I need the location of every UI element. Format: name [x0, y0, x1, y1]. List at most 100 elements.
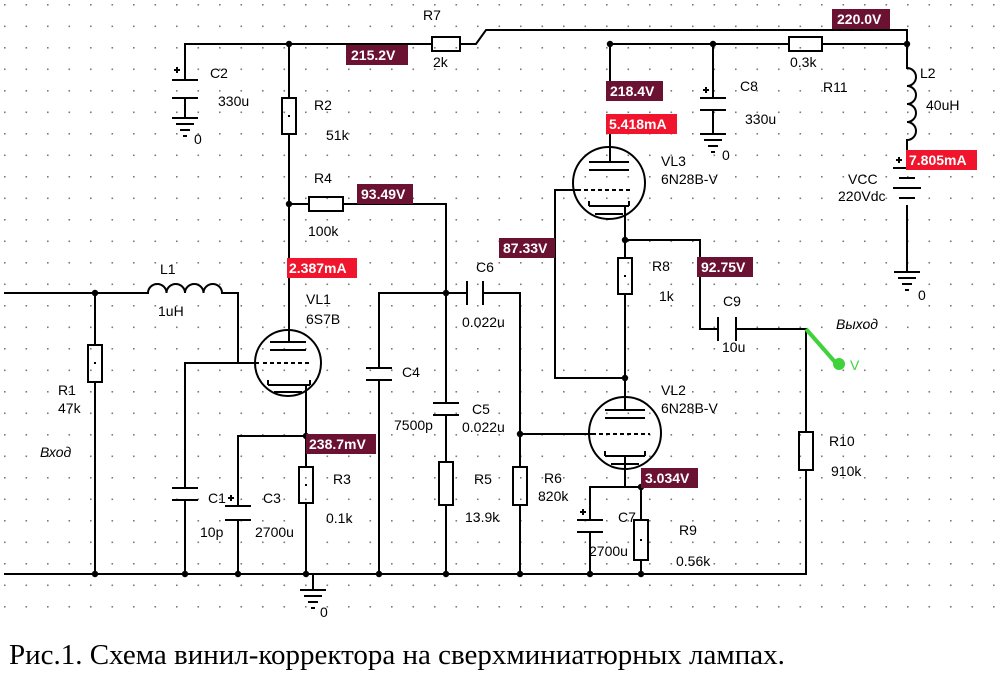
figure-caption: Рис.1. Схема винил-корректора на сверхми… — [9, 639, 785, 671]
label-vl2-name: VL2 — [661, 382, 686, 398]
label-c4-name: C4 — [402, 364, 420, 380]
resistor-r3 — [298, 466, 314, 504]
capacitor-c4 — [366, 367, 392, 381]
label-c6-value: 0.022u — [462, 314, 505, 330]
label-r5-value: 13.9k — [465, 509, 500, 525]
label-r11-name: R11 — [823, 79, 848, 95]
resistor-r2 — [281, 97, 297, 135]
label-c5-value: 0.022u — [462, 419, 505, 435]
label-vcc-value: 220Vdc — [838, 188, 885, 204]
label-r5-name: R5 — [474, 471, 492, 487]
label-c1-value: 10p — [200, 524, 224, 540]
capacitor-c5 — [433, 402, 459, 416]
ground-c8 — [700, 133, 726, 153]
resistor-r9 — [633, 519, 649, 561]
label-r8-name: R8 — [652, 258, 670, 274]
dot-grid — [0, 0, 1000, 615]
resistor-r5 — [438, 461, 454, 506]
label-c3-value: 2700u — [255, 524, 294, 540]
resistor-r4 — [308, 196, 344, 212]
label-ground-main: 0 — [320, 604, 328, 620]
label-c1-name: C1 — [208, 490, 226, 506]
ground-vcc — [894, 271, 920, 291]
label-c9-value: 10u — [722, 339, 745, 355]
resistor-r8 — [617, 257, 633, 295]
label-c7-name: C7 — [618, 509, 636, 525]
label-r2-value: 51k — [326, 127, 350, 143]
resistor-r1 — [87, 344, 103, 383]
label-c4-value: 7500p — [394, 417, 433, 433]
tag-i-5-418: 5.418mA — [606, 114, 677, 134]
label-r6-name: R6 — [544, 470, 562, 486]
label-c7-value: 2700u — [589, 543, 628, 559]
label-c8-name: C8 — [740, 78, 758, 94]
label-ground-vcc: 0 — [918, 287, 926, 303]
label-r1-value: 47k — [58, 400, 82, 416]
capacitor-c7 — [577, 509, 603, 533]
resistor-r10 — [798, 431, 814, 471]
svg-text:238.7mV: 238.7mV — [309, 436, 366, 452]
label-r10-value: 910k — [831, 463, 862, 479]
label-r4-value: 100k — [308, 223, 339, 239]
junctions — [91, 40, 911, 578]
svg-text:220.0V: 220.0V — [837, 11, 882, 27]
capacitor-c1 — [172, 487, 198, 501]
label-vl3-value: 6N28B-V — [661, 171, 718, 187]
tag-v-238-7: 238.7mV — [306, 434, 376, 454]
label-l1-value: 1uH — [158, 303, 184, 319]
label-output: Выход — [836, 316, 878, 332]
svg-text:92.75V: 92.75V — [701, 259, 746, 275]
svg-text:87.33V: 87.33V — [503, 240, 548, 256]
svg-text:7.805mA: 7.805mA — [909, 152, 967, 168]
tag-v-93-49: 93.49V — [357, 184, 413, 204]
capacitor-c3 — [225, 495, 251, 521]
ground-c2 — [172, 117, 198, 137]
label-c2-name: C2 — [210, 65, 228, 81]
svg-text:5.418mA: 5.418mA — [609, 116, 667, 132]
resistor-r6 — [512, 466, 528, 506]
label-r6-value: 820k — [538, 488, 569, 504]
inductor-l2 — [906, 67, 917, 141]
svg-text:215.2V: 215.2V — [351, 47, 396, 63]
measurement-tags: 220.0V 215.2V 218.4V 5.418mA 7.805mA 93.… — [287, 9, 977, 488]
label-l1-name: L1 — [160, 261, 176, 277]
svg-text:3.034V: 3.034V — [645, 470, 690, 486]
tag-v-218-4: 218.4V — [606, 81, 663, 101]
svg-text:2.387mA: 2.387mA — [289, 260, 347, 276]
label-vcc-name: VCC — [848, 171, 878, 187]
label-r10-name: R10 — [829, 433, 855, 449]
label-ground-c8: 0 — [722, 147, 730, 163]
label-probe: V — [850, 357, 860, 373]
capacitor-c9 — [717, 317, 737, 341]
label-r7-value: 2k — [433, 54, 449, 70]
label-r3-name: R3 — [333, 471, 351, 487]
label-c5-name: C5 — [472, 401, 490, 417]
label-r1-name: R1 — [58, 382, 76, 398]
output-probe — [804, 327, 845, 370]
svg-text:93.49V: 93.49V — [361, 186, 406, 202]
label-ground-c2: 0 — [194, 131, 202, 147]
resistor-r7 — [431, 36, 461, 52]
tag-v-92-75: 92.75V — [697, 257, 753, 277]
tag-v-3-034: 3.034V — [641, 468, 698, 488]
ground-symbols — [172, 117, 920, 609]
label-c2-value: 330u — [218, 93, 249, 109]
capacitor-c2 — [172, 67, 198, 99]
label-c6-name: C6 — [476, 259, 494, 275]
label-vl1-value: 6S7B — [306, 311, 340, 327]
label-r3-value: 0.1k — [326, 510, 353, 526]
inductor-l1 — [147, 283, 223, 294]
label-vl3-name: VL3 — [661, 153, 686, 169]
capacitor-c8 — [700, 87, 726, 111]
tag-v-220-0: 220.0V — [832, 9, 890, 29]
svg-text:218.4V: 218.4V — [610, 83, 655, 99]
label-c9-name: C9 — [723, 293, 741, 309]
label-r11-value: 0.3k — [790, 54, 817, 70]
tube-vl1 — [254, 317, 322, 397]
tube-vl2 — [588, 396, 662, 470]
capacitor-c6 — [466, 281, 484, 305]
component-labels: R7 2k C2 330u R2 51k R4 100k L1 1uH VL1 … — [40, 7, 959, 620]
label-l2-value: 40uH — [926, 97, 959, 113]
label-r2-name: R2 — [314, 97, 332, 113]
label-vl2-value: 6N28B-V — [661, 400, 718, 416]
